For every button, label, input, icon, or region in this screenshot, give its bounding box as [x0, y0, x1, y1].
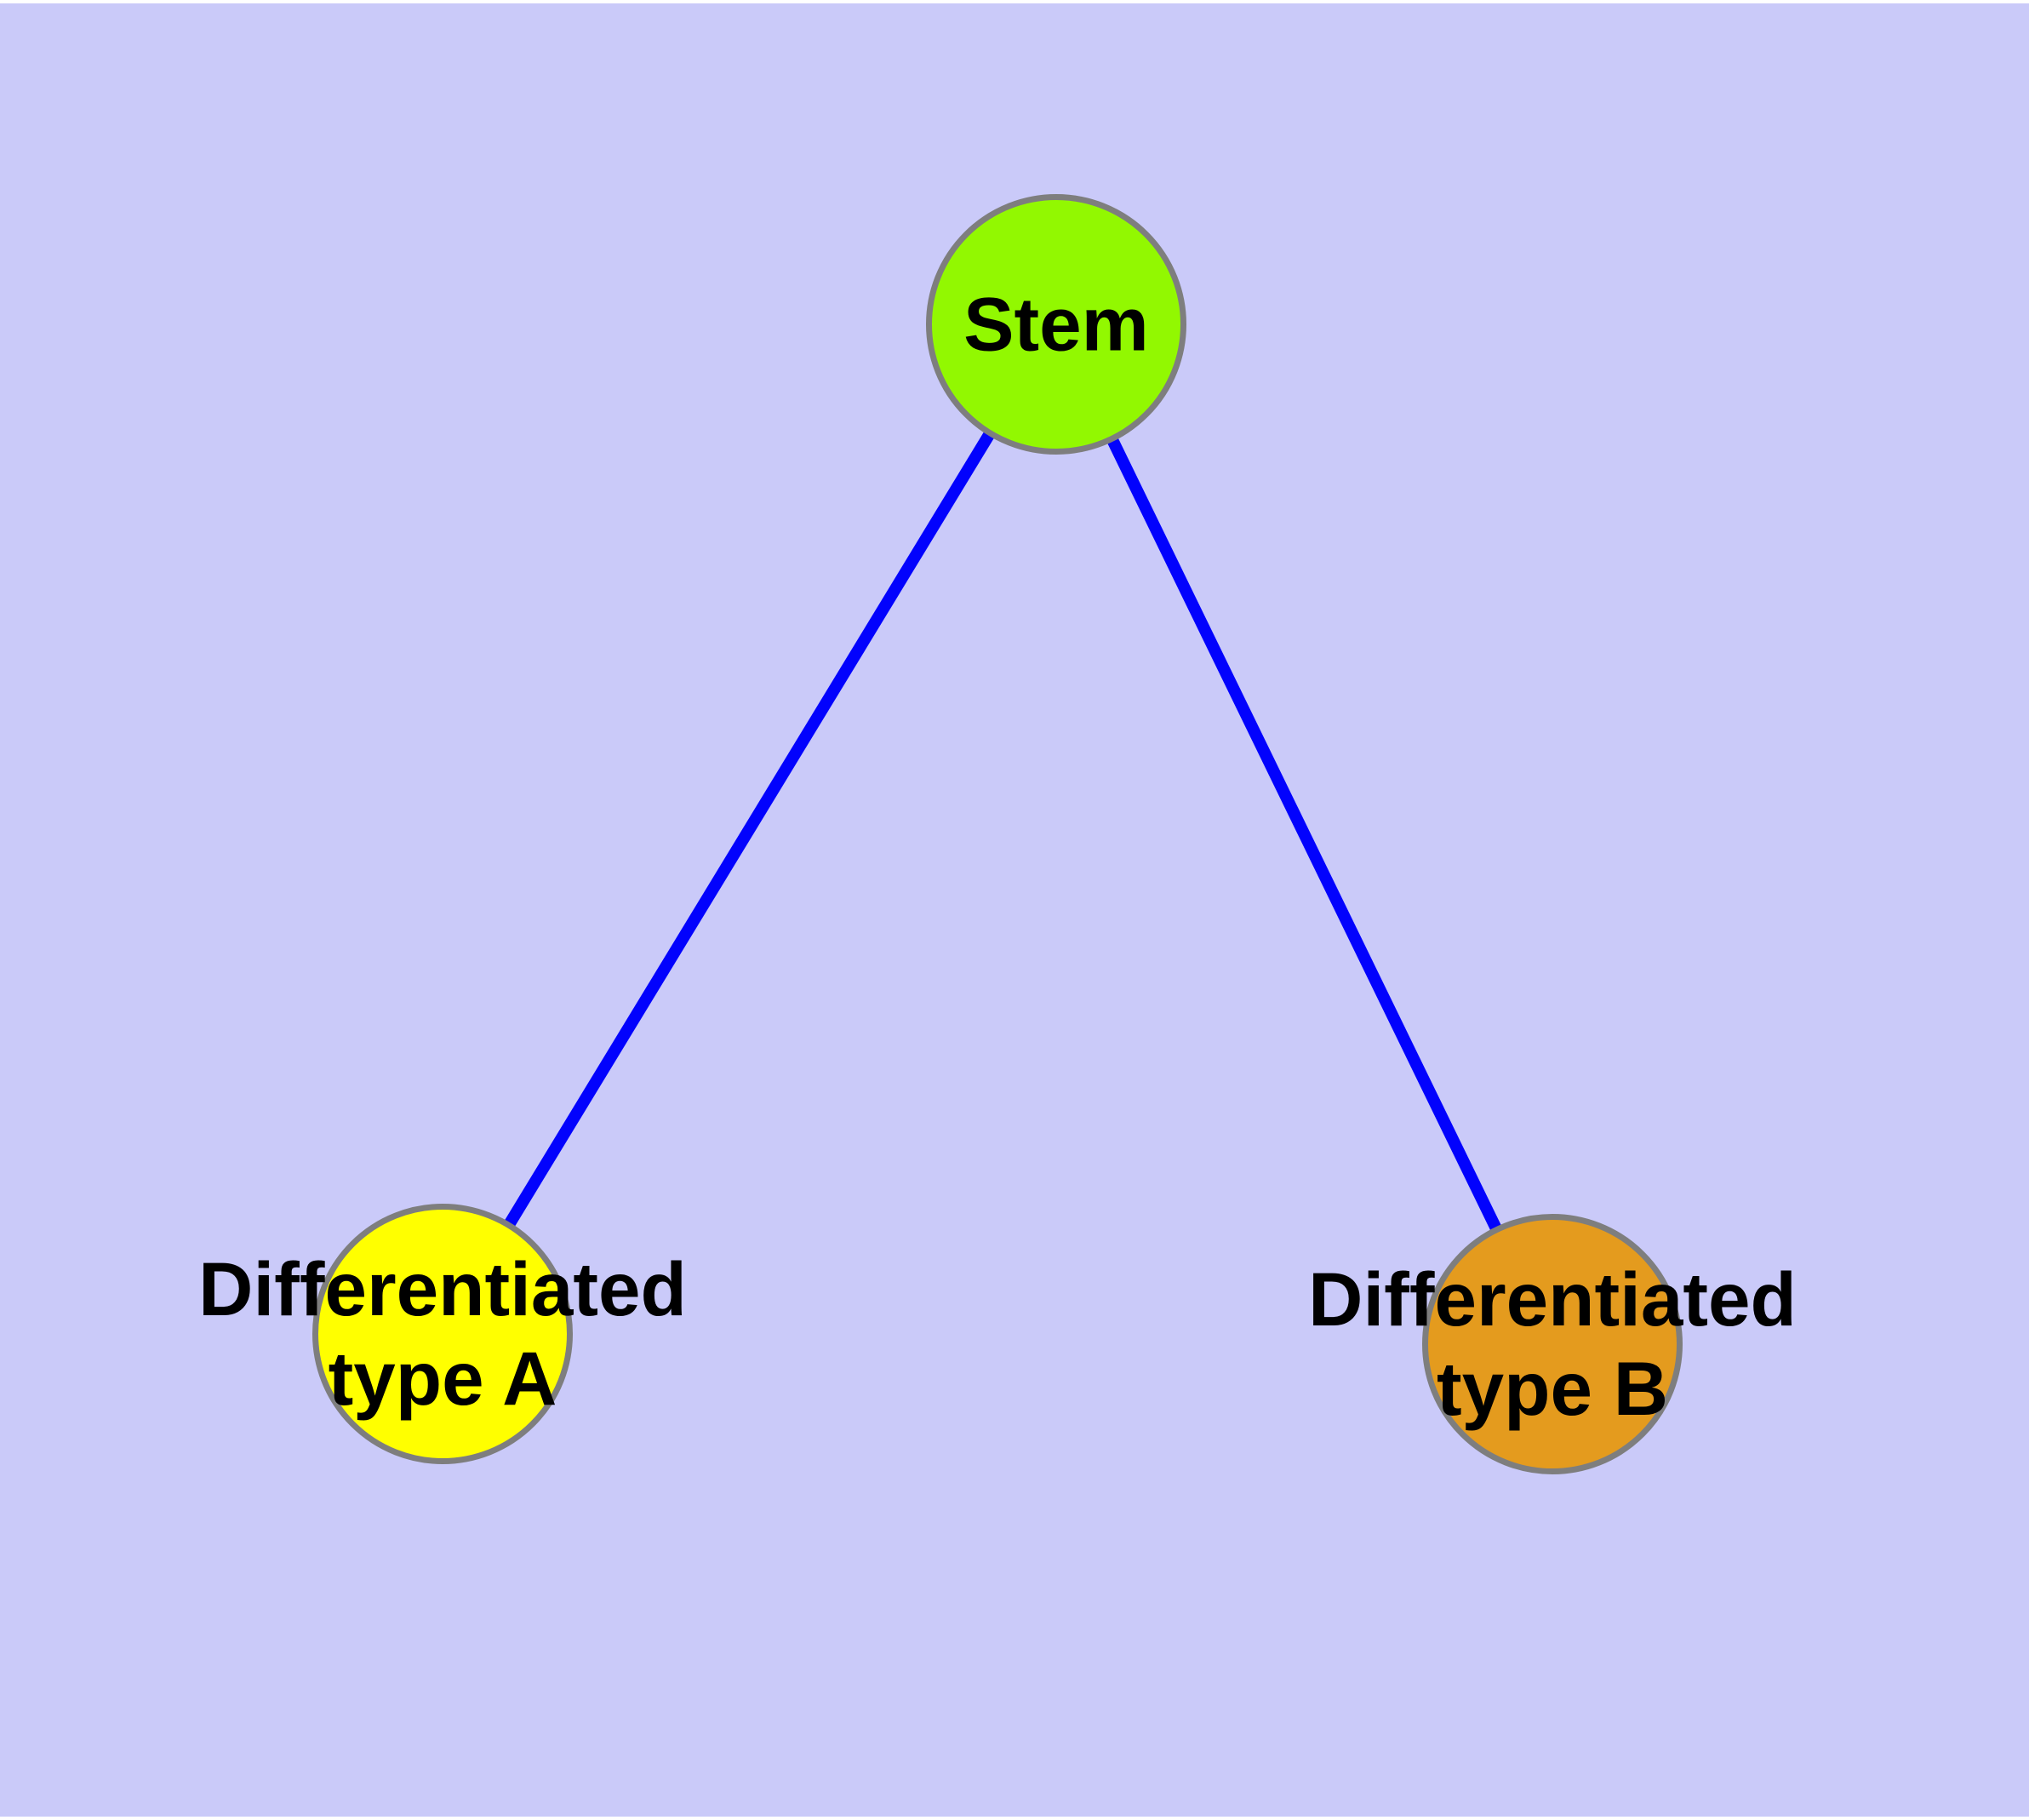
node-stem: Stem [926, 194, 1186, 455]
node-label-line: Stem [963, 281, 1149, 367]
node-label-line: Differentiated [198, 1246, 687, 1331]
node-stem-label: Stem [963, 280, 1149, 369]
node-label-line: type A [328, 1336, 557, 1421]
node-label-line: type B [1436, 1346, 1668, 1431]
node-label-line: Differentiated [1308, 1256, 1797, 1342]
node-differentiated-type-b-label: Differentiated type B [1308, 1255, 1797, 1434]
edge-stem-to-type-b [1050, 321, 1558, 1348]
edge-stem-to-type-a [437, 321, 1061, 1337]
node-differentiated-type-a-label: Differentiated type A [198, 1245, 687, 1423]
edges-layer [437, 321, 1558, 1348]
node-differentiated-type-b: Differentiated type B [1308, 1214, 1797, 1474]
node-differentiated-type-a: Differentiated type A [198, 1204, 687, 1464]
